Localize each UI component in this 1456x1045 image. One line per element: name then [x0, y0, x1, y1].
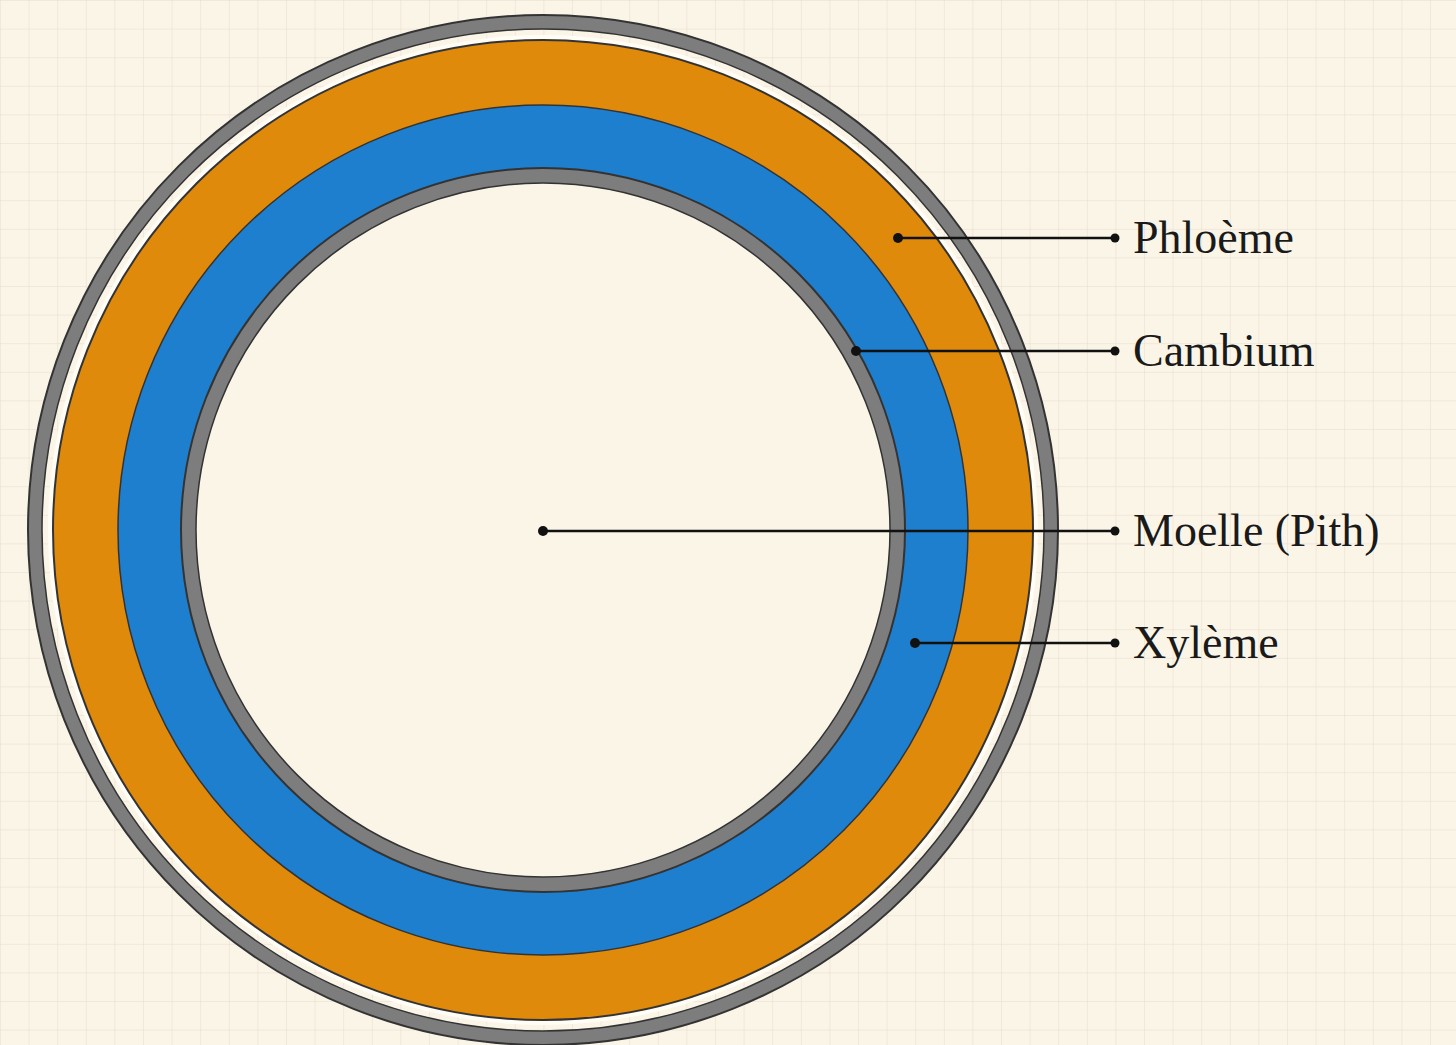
leader-line — [538, 526, 1120, 536]
leader-dot — [1111, 347, 1120, 356]
leader-dot — [851, 346, 861, 356]
leader-line — [915, 642, 1115, 645]
leader-dot — [893, 233, 903, 243]
part-label: Xylème — [1133, 618, 1279, 669]
leader-line — [893, 233, 1120, 243]
leader-line — [856, 350, 1115, 353]
part-label: Cambium — [1133, 326, 1314, 377]
leader-line — [851, 346, 1120, 356]
leader-line — [898, 237, 1115, 240]
leader-dot — [1111, 234, 1120, 243]
leader-dot — [1111, 527, 1120, 536]
leader-dot — [538, 526, 548, 536]
part-label: Phloème — [1133, 213, 1294, 264]
part-label: Moelle (Pith) — [1133, 506, 1380, 557]
leader-dot — [1111, 639, 1120, 648]
leader-line — [910, 638, 1120, 648]
leader-dot — [910, 638, 920, 648]
leader-line — [543, 530, 1115, 533]
